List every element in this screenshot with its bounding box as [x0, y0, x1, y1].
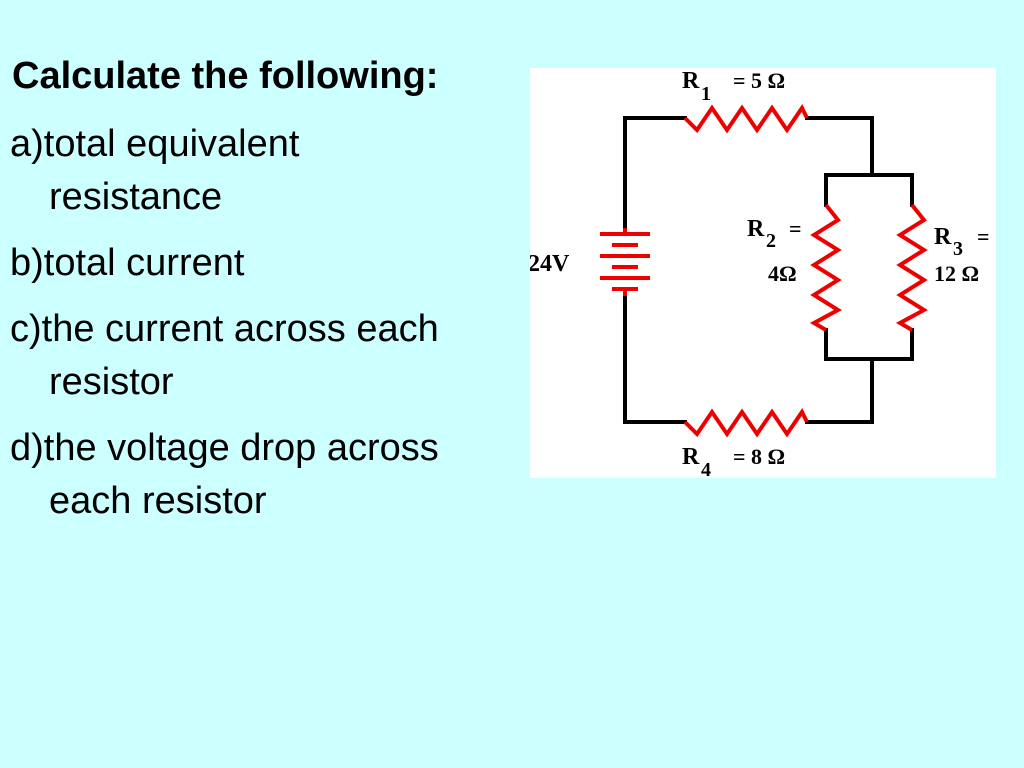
wire-bottom-left	[623, 294, 687, 424]
r1-subscript: 1	[701, 83, 711, 105]
question-a: a)total equivalent resistance	[10, 118, 530, 224]
question-c: c)the current across each resistor	[10, 303, 530, 409]
battery-symbol	[600, 228, 650, 296]
r3-equals: =	[977, 224, 990, 249]
r3-value: 12 Ω	[934, 261, 979, 286]
r4-label: R 4 = 8 Ω	[682, 444, 785, 478]
wire-top-left	[623, 116, 687, 230]
wire-top-right	[805, 116, 874, 177]
r2-symbol: R	[747, 216, 765, 242]
r2-equals: =	[789, 216, 802, 241]
question-b-line-1: b)total current	[10, 242, 245, 284]
question-d-line-2: each resistor	[49, 480, 267, 522]
r1-label: R 1 = 5 Ω	[682, 68, 785, 105]
question-a-line-1: a)total equivalent	[10, 123, 300, 165]
question-b: b)total current	[10, 237, 530, 290]
r1-symbol: R	[682, 68, 700, 94]
r2-value: 4Ω	[768, 261, 797, 286]
slide-heading: Calculate the following:	[12, 55, 439, 97]
r2-label: R 2 = 4Ω	[747, 216, 802, 286]
battery-label: 24V	[530, 251, 570, 277]
resistor-r2	[809, 203, 842, 332]
resistor-r3	[895, 203, 928, 332]
question-a-line-2: resistance	[49, 176, 223, 218]
r2-subscript: 2	[766, 230, 776, 252]
question-d: d)the voltage drop across each resistor	[10, 422, 530, 528]
r3-label: R 3 = 12 Ω	[934, 224, 990, 286]
question-d-line-1: d)the voltage drop across	[10, 427, 439, 469]
question-list: a)total equivalent resistance b)total cu…	[10, 118, 530, 541]
r4-symbol: R	[682, 444, 700, 470]
resistor-r4	[683, 408, 809, 438]
circuit-wires	[623, 116, 914, 424]
question-c-line-2: resistor	[49, 361, 174, 403]
r4-subscript: 4	[701, 459, 711, 478]
resistor-r1	[683, 104, 809, 134]
circuit-diagram: 24V R 1 = 5 Ω R 4 = 8 Ω R 2 = 4Ω R 3 = 1…	[530, 68, 996, 478]
circuit-svg: 24V R 1 = 5 Ω R 4 = 8 Ω R 2 = 4Ω R 3 = 1…	[530, 68, 990, 478]
wire-bottom-right	[805, 357, 874, 424]
question-c-line-1: c)the current across each	[10, 308, 439, 350]
wire-parallel-bottom	[824, 328, 914, 361]
r3-subscript: 3	[953, 238, 963, 260]
r4-value: = 8 Ω	[733, 444, 785, 469]
resistors	[683, 104, 928, 438]
r3-symbol: R	[934, 224, 952, 250]
r1-value: = 5 Ω	[733, 68, 785, 93]
